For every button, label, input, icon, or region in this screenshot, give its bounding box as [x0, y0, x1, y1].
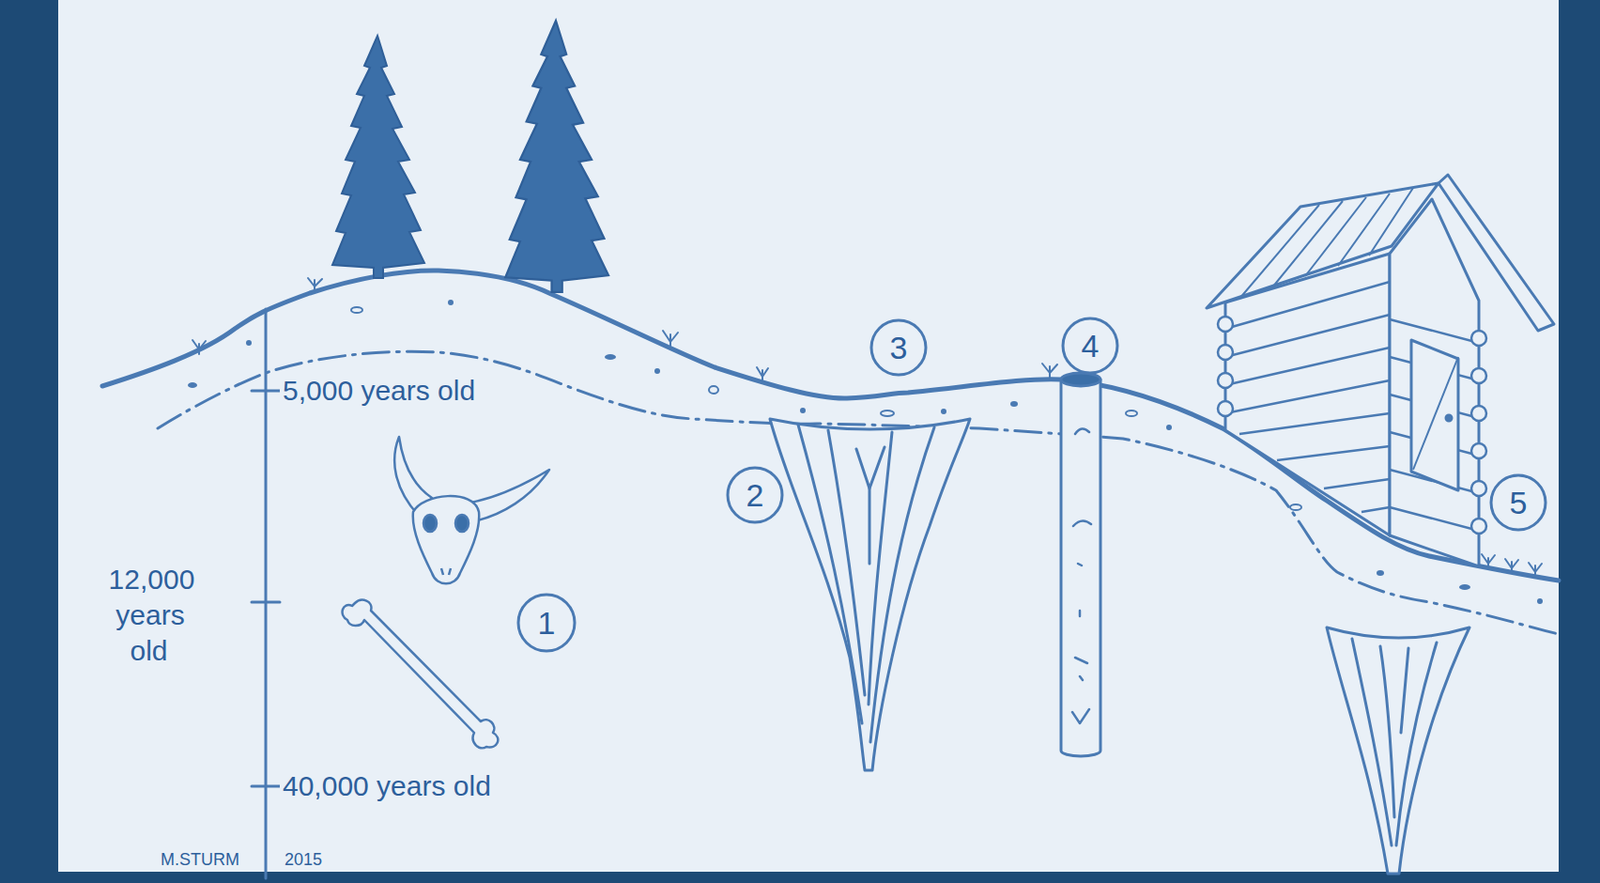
callout-number: 1: [538, 606, 556, 639]
callout-number: 2: [746, 478, 765, 511]
signature-date-box: 2015: [281, 848, 325, 871]
age-label-box: 5,000 years old: [279, 372, 478, 409]
signature-box: M.STURM: [157, 848, 243, 871]
callout-number: 4: [1081, 329, 1100, 362]
signature: M.STURM: [157, 849, 243, 869]
callout-number-box: 5: [1490, 474, 1547, 531]
callout-number-box: 4: [1061, 317, 1119, 374]
ice-wedge: [769, 418, 970, 770]
age-label: 5,000 years old: [279, 374, 478, 406]
ice-wedge: [1326, 627, 1470, 874]
log-cabin: [1206, 174, 1554, 567]
callout-number: 3: [890, 331, 908, 364]
permafrost-core: [1061, 372, 1101, 756]
paper: [58, 0, 1559, 872]
age-label-box: 12,000 years old: [93, 561, 207, 669]
bison-skull-and-bone: [342, 436, 550, 748]
age-axis: [264, 308, 268, 878]
callout-number-box: 2: [726, 466, 784, 524]
callout-number-box: 3: [870, 319, 927, 376]
signature-date: 2015: [281, 849, 325, 869]
callout-circles: [518, 318, 1546, 651]
callout-number: 5: [1509, 486, 1528, 519]
spruce-trees: [332, 20, 609, 293]
age-label: 12,000 years old: [106, 563, 196, 666]
callout-number-box: 1: [518, 594, 575, 651]
age-label-box: 40,000 years old: [279, 768, 494, 804]
axis-ticks: [251, 390, 280, 786]
age-label: 40,000 years old: [279, 769, 494, 801]
